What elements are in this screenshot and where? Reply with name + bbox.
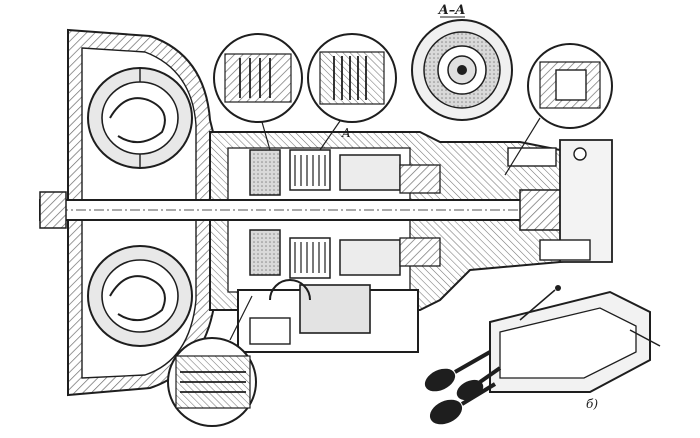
valve-body xyxy=(237,279,419,353)
detail-callout-4 xyxy=(167,295,257,427)
detail-callout-3 xyxy=(504,43,613,176)
shift-lever-3 xyxy=(429,382,497,425)
lower-torus xyxy=(87,245,193,347)
upper-torus xyxy=(87,67,193,169)
detail-callout-2 xyxy=(307,33,397,151)
section-view-a xyxy=(411,19,513,121)
view-b-label: б) xyxy=(586,397,598,411)
shift-lever-1 xyxy=(424,350,491,392)
detail-callout-1 xyxy=(213,33,303,151)
section-title-label: A–A xyxy=(437,3,466,18)
shift-mechanism xyxy=(424,285,661,425)
marker-a-label: A xyxy=(341,126,351,140)
clutch-packs xyxy=(249,149,441,279)
output-housing xyxy=(507,139,613,263)
